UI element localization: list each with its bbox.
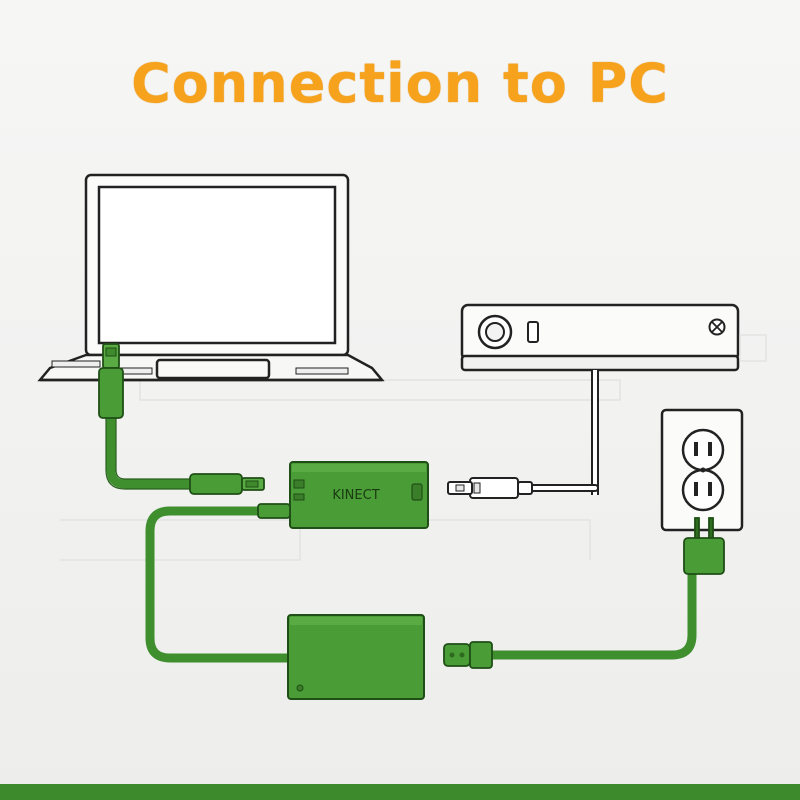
kinect-connector — [447, 477, 533, 499]
bottom-green-band — [0, 784, 800, 800]
green-cable-outline — [105, 395, 190, 490]
adapter-label: KINECT — [332, 488, 379, 503]
usb-icon — [98, 343, 124, 419]
kinect-sensor-icon — [460, 303, 767, 495]
green-cables — [106, 390, 697, 663]
laptop-icon — [37, 173, 385, 382]
kinect-adapter-box: KINECT — [289, 461, 429, 529]
page-title: Connection to PC — [131, 52, 669, 115]
power-brick-icon — [287, 614, 425, 700]
wall-outlet-icon — [660, 408, 744, 532]
power-brick-connector — [443, 641, 493, 669]
dc-plug — [257, 503, 291, 519]
xbox-logo-icon — [708, 318, 726, 336]
wall-plug — [683, 517, 725, 575]
usb-plug-adapter-end — [189, 473, 265, 495]
